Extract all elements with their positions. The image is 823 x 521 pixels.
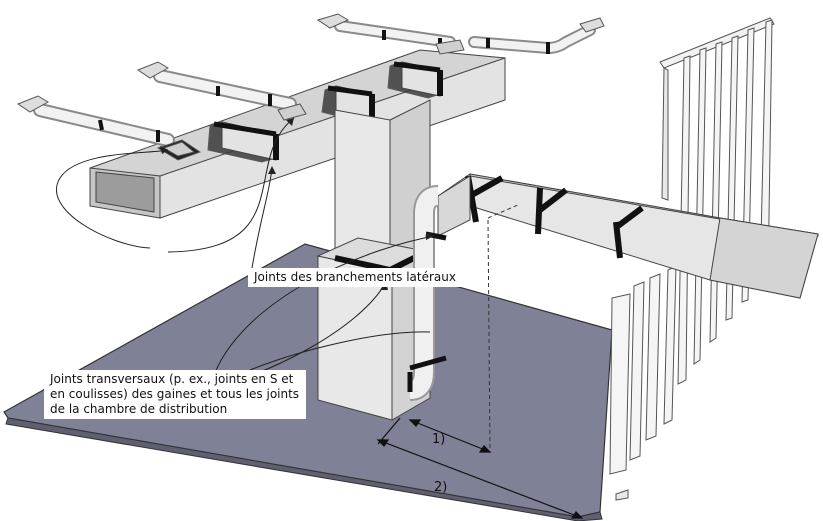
lateral-joints-text: Joints des branchements latéraux [254, 270, 456, 284]
transverse-joints-text: Joints transversaux (p. ex., joints en S… [50, 372, 300, 416]
main-trunk-duct [89, 49, 506, 219]
dimension-1-label: 1) [432, 432, 446, 447]
floor-slab [3, 243, 613, 521]
dimension-lines [376, 417, 584, 519]
branch-duct-right [436, 173, 819, 451]
stud-wall [609, 17, 775, 501]
s-pipe [407, 185, 447, 401]
transverse-joints-label: Joints transversaux (p. ex., joints en S… [44, 370, 306, 419]
lateral-branch-pipes [16, 13, 605, 161]
lateral-joints-label: Joints des branchements latéraux [248, 268, 462, 287]
dimension-2-label: 2) [434, 480, 448, 495]
